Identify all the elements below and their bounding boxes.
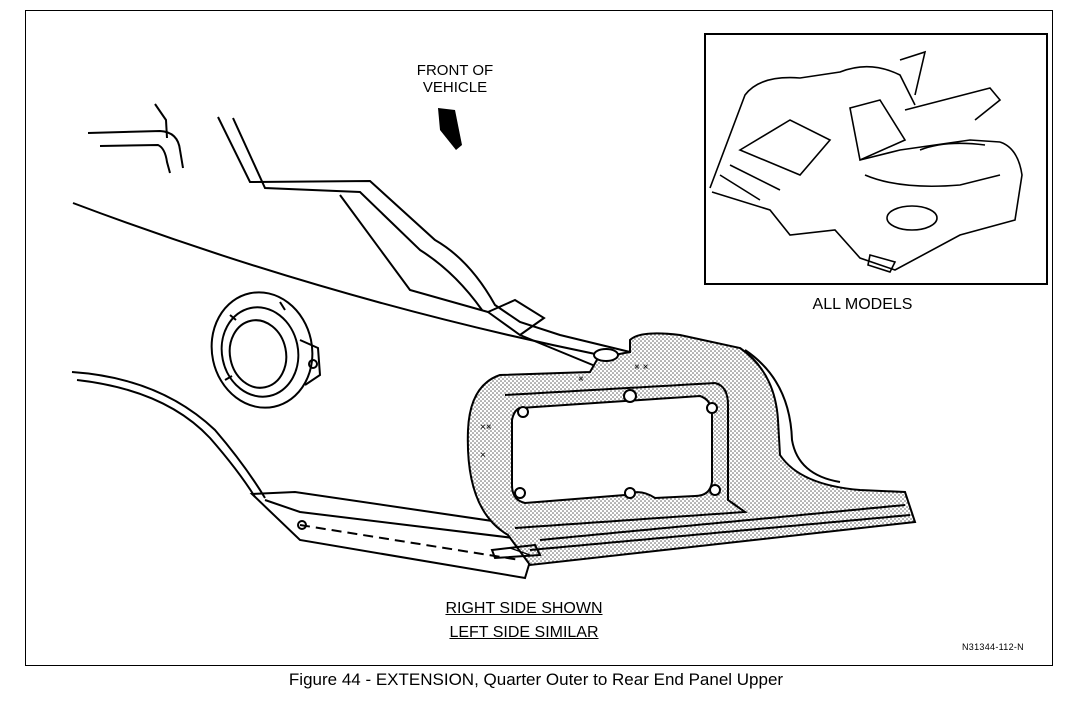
- all-models-label: ALL MODELS: [812, 296, 913, 313]
- fuel-filler-housing: [210, 291, 322, 409]
- quarter-panel-contour: [72, 202, 601, 356]
- left-side-similar-label: LEFT SIDE SIMILAR: [449, 624, 599, 641]
- inset-frame: [704, 33, 1048, 285]
- front-label-line1: FRONT OF: [416, 62, 494, 79]
- rear-window-outline: [87, 103, 184, 174]
- c-pillar-outline: [217, 116, 631, 369]
- front-arrow-icon: [438, 108, 462, 150]
- svg-text:× ×: × ×: [634, 362, 649, 373]
- part-number-label: N31344-112-N: [962, 642, 1024, 652]
- front-of-vehicle-label: FRONT OF VEHICLE: [400, 62, 510, 96]
- leader-lines: [509, 547, 531, 556]
- svg-text:××: ××: [480, 422, 492, 433]
- svg-text:×: ×: [578, 374, 584, 385]
- extension-part: × × × ×× ×: [466, 332, 917, 567]
- inset-car-body: [709, 50, 1023, 273]
- front-label-line2: VEHICLE: [422, 79, 488, 96]
- right-side-shown-label: RIGHT SIDE SHOWN: [445, 600, 603, 617]
- svg-text:×: ×: [480, 450, 486, 461]
- figure-caption: Figure 44 - EXTENSION, Quarter Outer to …: [288, 670, 784, 689]
- figure-frame: [25, 10, 1053, 666]
